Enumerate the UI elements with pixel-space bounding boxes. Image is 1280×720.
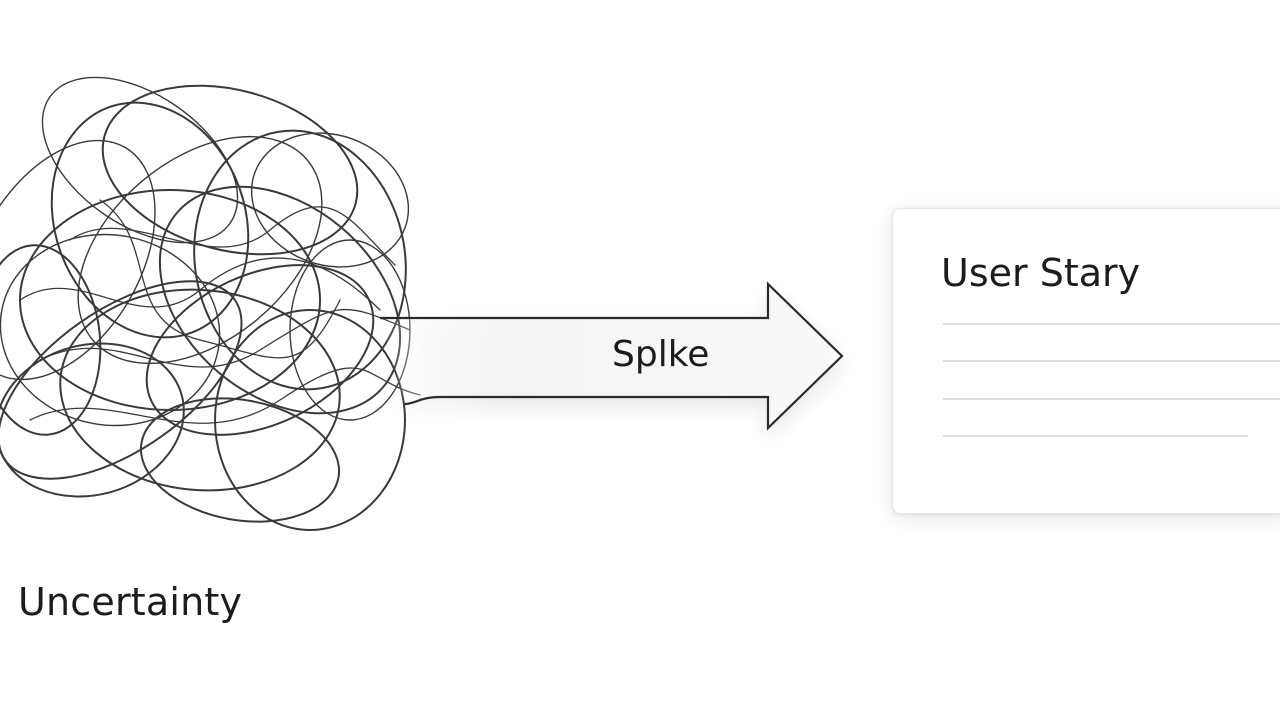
story-text-line	[943, 398, 1280, 400]
tangle-loop	[59, 288, 341, 492]
user-story-card: User Stary	[892, 208, 1280, 514]
spike-arrow	[380, 281, 844, 431]
tangle-loop	[77, 135, 323, 365]
spike-label: Splke	[612, 334, 710, 375]
tangle-loop	[0, 342, 185, 498]
spike-arrow-body	[380, 281, 844, 431]
tangle-loop	[139, 397, 341, 523]
tangle-strand	[99, 199, 341, 359]
tangle-loop	[0, 244, 102, 436]
tangle-loop	[158, 185, 402, 415]
story-text-line	[943, 360, 1280, 362]
story-text-line	[943, 435, 1248, 437]
tangle-loop	[41, 76, 239, 244]
uncertainty-label: Uncertainty	[18, 580, 243, 624]
tangle-strand	[19, 257, 381, 311]
tangle-loop	[214, 309, 406, 531]
story-text-line	[943, 323, 1280, 325]
tangle-strand	[29, 367, 421, 424]
user-story-title: User Stary	[941, 251, 1141, 295]
tangle-strand	[69, 206, 396, 266]
tangle-loop	[0, 233, 221, 427]
tangle-loop	[250, 132, 410, 268]
tangle-scribble	[0, 76, 421, 531]
tangle-loop	[0, 280, 243, 480]
tangle-loop	[193, 129, 407, 391]
tangle-loop	[0, 139, 156, 381]
tangle-loop	[101, 84, 359, 256]
